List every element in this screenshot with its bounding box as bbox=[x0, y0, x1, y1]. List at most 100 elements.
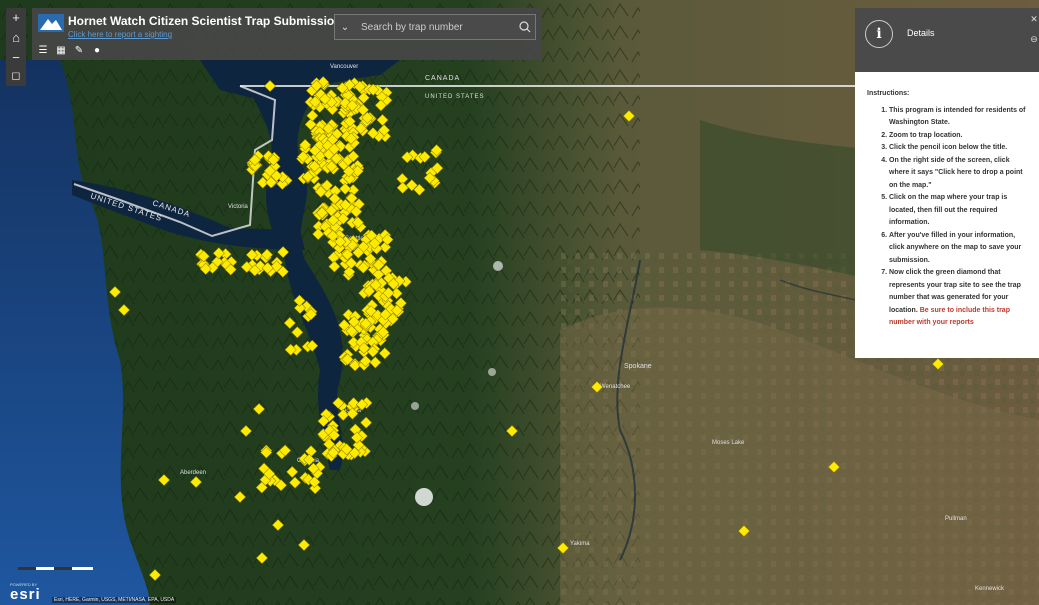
trap-marker[interactable] bbox=[263, 164, 276, 177]
trap-marker[interactable] bbox=[337, 408, 350, 421]
trap-marker[interactable] bbox=[291, 326, 304, 339]
home-button[interactable]: ⌂ bbox=[12, 30, 20, 45]
trap-marker[interactable] bbox=[339, 182, 352, 195]
locate-button[interactable]: ◻ bbox=[6, 66, 26, 86]
info-icon[interactable]: ● bbox=[93, 45, 101, 56]
trap-marker[interactable] bbox=[396, 181, 409, 194]
trap-marker[interactable] bbox=[309, 95, 322, 108]
zoom-out-button[interactable]: − bbox=[12, 50, 20, 65]
trap-marker[interactable] bbox=[338, 319, 351, 332]
trap-marker[interactable] bbox=[248, 264, 261, 277]
trap-marker[interactable] bbox=[233, 490, 247, 504]
trap-marker[interactable] bbox=[330, 152, 343, 165]
trap-marker[interactable] bbox=[357, 342, 371, 355]
list-icon[interactable]: ☰ bbox=[38, 45, 48, 56]
trap-marker[interactable] bbox=[347, 150, 360, 163]
trap-marker[interactable] bbox=[326, 236, 340, 249]
trap-marker[interactable] bbox=[274, 479, 288, 492]
trap-marker[interactable] bbox=[255, 551, 269, 565]
trap-marker[interactable] bbox=[327, 446, 340, 459]
trap-marker[interactable] bbox=[224, 263, 237, 276]
trap-marker[interactable] bbox=[264, 176, 278, 189]
trap-marker[interactable] bbox=[343, 265, 356, 278]
trap-marker[interactable] bbox=[279, 444, 292, 457]
trap-marker[interactable] bbox=[378, 347, 391, 360]
trap-marker[interactable] bbox=[367, 83, 380, 96]
trap-marker[interactable] bbox=[117, 303, 131, 317]
trap-marker[interactable] bbox=[378, 124, 391, 137]
trap-marker[interactable] bbox=[327, 251, 340, 264]
trap-marker[interactable] bbox=[382, 286, 395, 300]
trap-marker[interactable] bbox=[276, 265, 289, 278]
trap-marker[interactable] bbox=[304, 445, 318, 458]
trap-marker[interactable] bbox=[341, 248, 354, 261]
close-icon[interactable]: ✕ bbox=[1030, 14, 1038, 24]
trap-marker[interactable] bbox=[303, 453, 316, 466]
pencil-icon[interactable]: ✎ bbox=[74, 45, 84, 56]
trap-marker[interactable] bbox=[307, 462, 320, 475]
trap-marker[interactable] bbox=[356, 103, 370, 116]
trap-marker[interactable] bbox=[372, 268, 385, 281]
trap-marker[interactable] bbox=[297, 150, 310, 163]
trap-marker[interactable] bbox=[350, 431, 363, 444]
trap-marker[interactable] bbox=[245, 248, 258, 261]
trap-marker[interactable] bbox=[308, 160, 321, 173]
trap-marker[interactable] bbox=[325, 204, 338, 217]
trap-marker[interactable] bbox=[312, 228, 325, 241]
trap-marker[interactable] bbox=[418, 150, 431, 163]
trap-marker[interactable] bbox=[308, 144, 321, 157]
trap-marker[interactable] bbox=[283, 316, 296, 330]
trap-marker[interactable] bbox=[354, 122, 367, 135]
trap-marker[interactable] bbox=[239, 424, 253, 438]
minimize-icon[interactable]: ⊖ bbox=[1030, 34, 1038, 44]
trap-marker[interactable] bbox=[317, 415, 330, 428]
trap-marker[interactable] bbox=[312, 220, 325, 233]
trap-marker[interactable] bbox=[366, 345, 379, 358]
trap-marker[interactable] bbox=[413, 183, 426, 196]
trap-marker[interactable] bbox=[334, 235, 347, 248]
trap-marker[interactable] bbox=[252, 402, 266, 416]
trap-marker[interactable] bbox=[390, 287, 403, 300]
trap-marker[interactable] bbox=[299, 138, 312, 151]
trap-marker[interactable] bbox=[351, 165, 364, 178]
trap-marker[interactable] bbox=[931, 357, 945, 371]
trap-marker[interactable] bbox=[322, 122, 335, 135]
zoom-in-button[interactable]: + bbox=[12, 10, 20, 25]
trap-marker[interactable] bbox=[318, 92, 331, 106]
trap-marker[interactable] bbox=[423, 171, 436, 185]
trap-marker[interactable] bbox=[271, 518, 285, 532]
trap-marker[interactable] bbox=[326, 229, 339, 242]
trap-marker[interactable] bbox=[359, 355, 372, 368]
trap-marker[interactable] bbox=[337, 212, 350, 225]
trap-marker[interactable] bbox=[374, 99, 387, 112]
trap-marker[interactable] bbox=[263, 467, 276, 480]
trap-marker[interactable] bbox=[301, 170, 314, 183]
trap-marker[interactable] bbox=[346, 407, 359, 420]
trap-marker[interactable] bbox=[505, 424, 519, 438]
trap-marker[interactable] bbox=[387, 277, 400, 290]
trap-marker[interactable] bbox=[361, 111, 374, 124]
trap-marker[interactable] bbox=[353, 80, 366, 93]
trap-marker[interactable] bbox=[345, 257, 358, 270]
trap-marker[interactable] bbox=[556, 541, 570, 555]
trap-marker[interactable] bbox=[401, 151, 414, 164]
trap-marker[interactable] bbox=[390, 304, 404, 317]
trap-marker[interactable] bbox=[256, 176, 269, 189]
trap-marker[interactable] bbox=[260, 446, 273, 459]
trap-marker[interactable] bbox=[314, 185, 327, 198]
trap-marker[interactable] bbox=[199, 262, 212, 275]
trap-marker[interactable] bbox=[277, 246, 290, 259]
trap-marker[interactable] bbox=[328, 429, 341, 442]
trap-marker[interactable] bbox=[306, 109, 319, 122]
trap-marker[interactable] bbox=[310, 79, 323, 92]
trap-marker[interactable] bbox=[379, 308, 392, 321]
trap-marker[interactable] bbox=[332, 396, 345, 410]
trap-marker[interactable] bbox=[328, 143, 341, 156]
trap-marker[interactable] bbox=[345, 132, 358, 145]
trap-marker[interactable] bbox=[261, 261, 274, 275]
trap-marker[interactable] bbox=[293, 294, 306, 307]
trap-marker[interactable] bbox=[304, 308, 318, 321]
trap-marker[interactable] bbox=[359, 317, 372, 330]
trap-marker[interactable] bbox=[369, 278, 382, 291]
report-sighting-link[interactable]: Click here to report a sighting bbox=[68, 30, 173, 39]
